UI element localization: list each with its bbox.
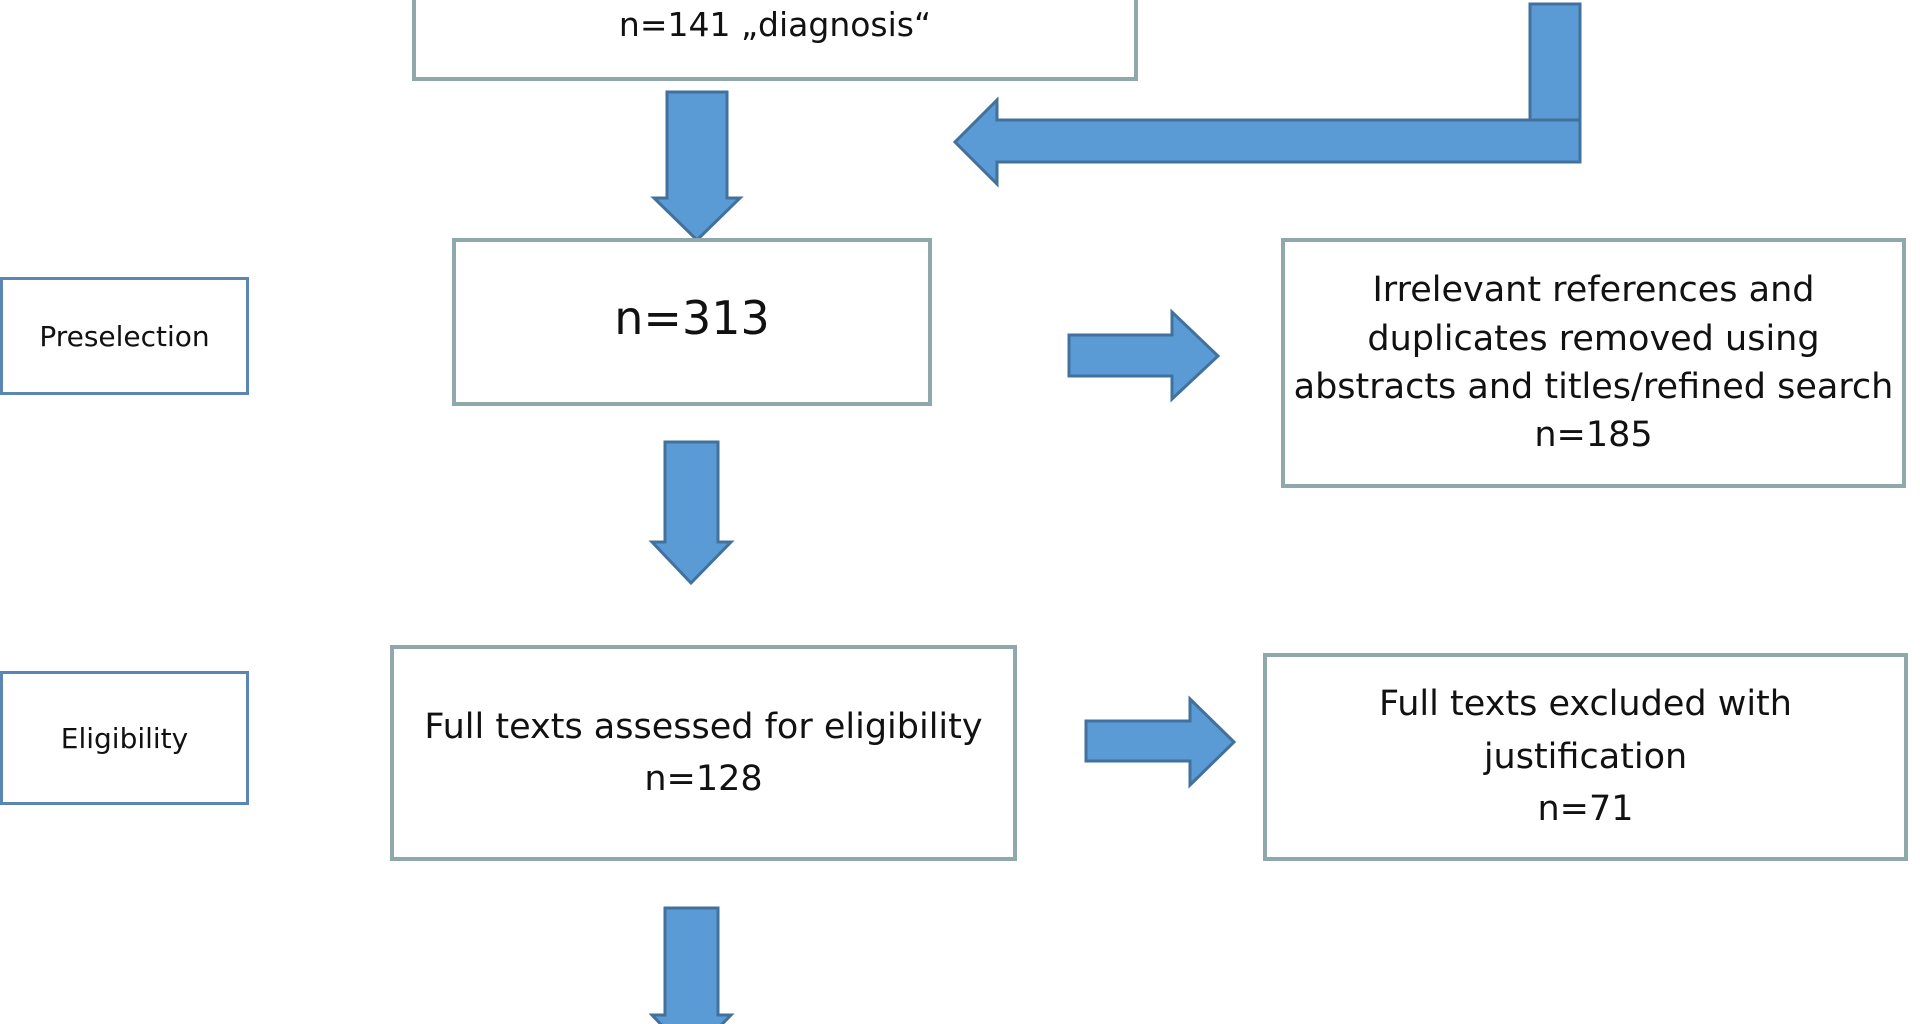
right-arrow-1 xyxy=(1067,308,1221,403)
fulltext-assessed-box: Full texts assessed for eligibility n=12… xyxy=(390,645,1017,861)
merge-arrow-stem xyxy=(1528,2,1582,122)
stage-label-eligibility: Eligibility xyxy=(0,671,249,805)
excluded-line-1: Full texts excluded with xyxy=(1379,684,1792,725)
search-result-box: n=141 „diagnosis“ xyxy=(412,0,1138,81)
merge-arrow-left xyxy=(952,96,1582,188)
down-arrow-3 xyxy=(648,906,735,1024)
stage-label-preselection-text: Preselection xyxy=(39,319,210,353)
fulltext-count: n=128 xyxy=(644,759,763,799)
removed-line-1: Irrelevant references and xyxy=(1372,270,1815,311)
stage-label-preselection: Preselection xyxy=(0,277,249,395)
excluded-count: n=71 xyxy=(1537,789,1634,830)
removed-references-box: Irrelevant references and duplicates rem… xyxy=(1281,238,1906,488)
stage-label-eligibility-text: Eligibility xyxy=(60,721,189,755)
removed-line-2: duplicates removed using xyxy=(1367,318,1820,359)
down-arrow-2 xyxy=(648,440,735,586)
right-arrow-2 xyxy=(1084,695,1237,789)
down-arrow-1 xyxy=(650,90,744,243)
search-result-text: n=141 „diagnosis“ xyxy=(618,5,932,44)
preselection-count: n=313 xyxy=(614,291,770,345)
fulltext-excluded-box: Full texts excluded with justification n… xyxy=(1263,653,1908,861)
excluded-line-2: justification xyxy=(1483,736,1688,777)
removed-line-3: abstracts and titles/refined search xyxy=(1293,367,1894,407)
fulltext-line-1: Full texts assessed for eligibility xyxy=(424,706,983,747)
preselection-box: n=313 xyxy=(452,238,932,406)
removed-count: n=185 xyxy=(1534,415,1653,456)
